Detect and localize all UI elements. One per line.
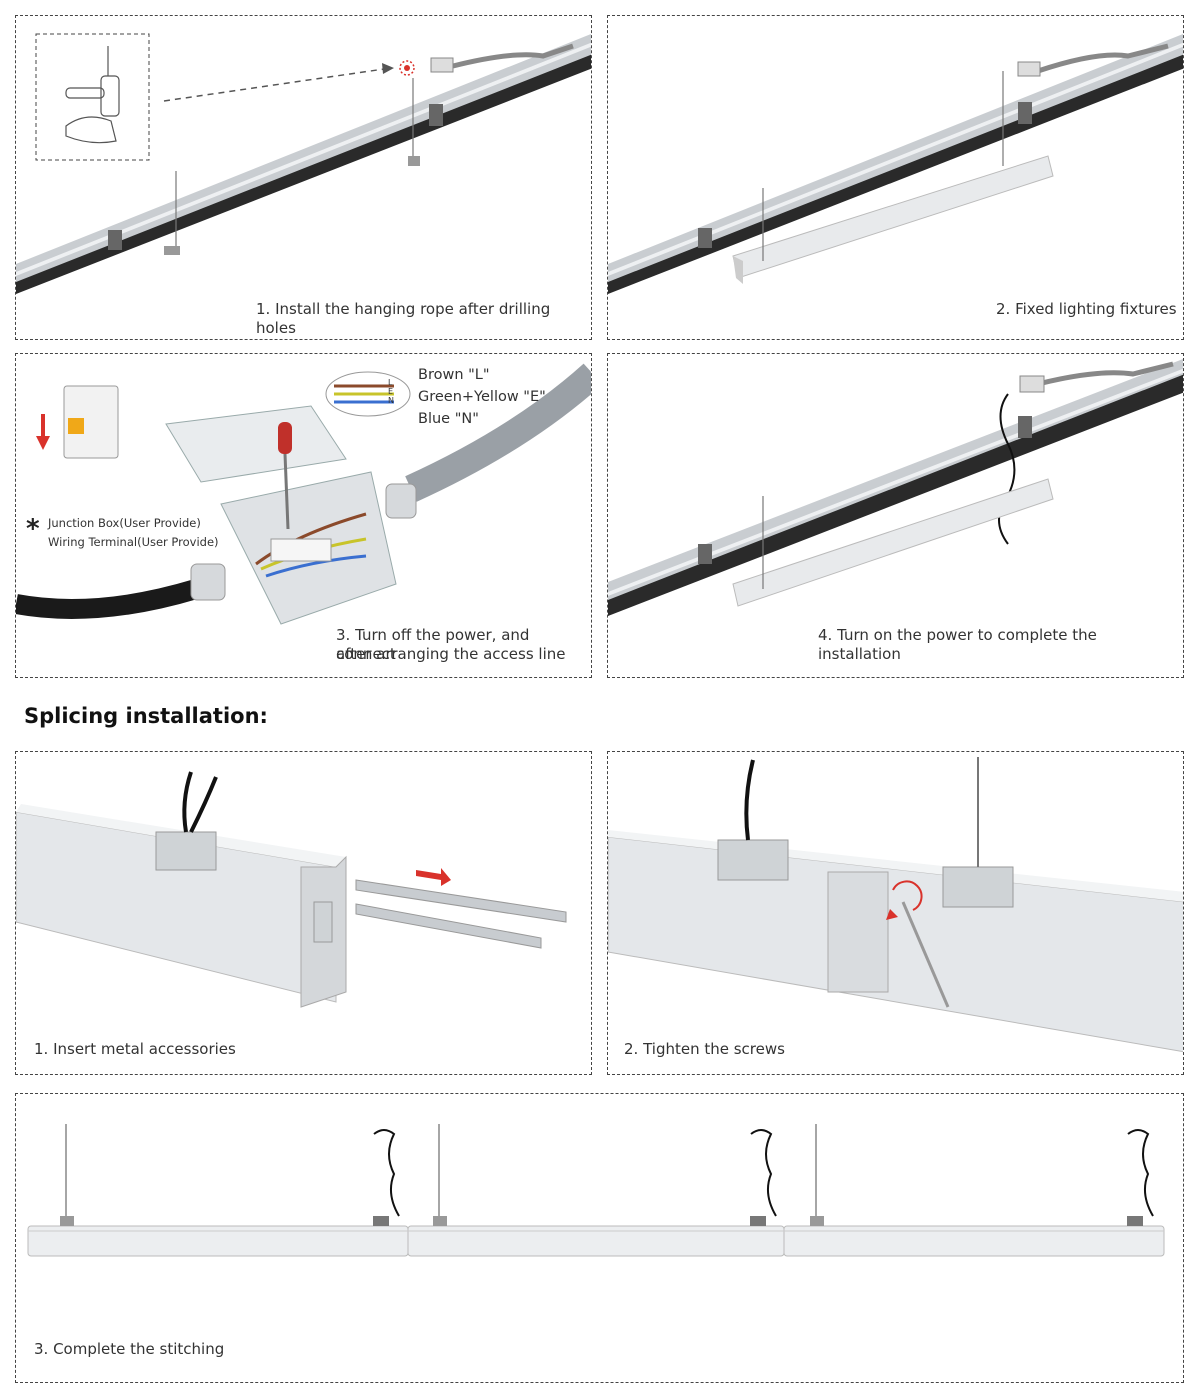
drill-inset-box — [36, 34, 149, 160]
step4-panel: 4. Turn on the power to complete the ins… — [607, 353, 1184, 678]
terminal-letter-l: L — [388, 378, 392, 387]
step3-caption-line2: after arranging the access line — [336, 645, 565, 664]
asterisk-icon: * — [26, 514, 40, 544]
wire-label-green-yellow: Green+Yellow "E" — [418, 386, 546, 408]
step1-illustration — [16, 16, 592, 340]
splice-step1-illustration — [16, 752, 592, 1075]
splice-step2-illustration — [608, 752, 1184, 1075]
screwdriver-icon — [278, 422, 292, 454]
guide-arrow-line — [164, 68, 391, 101]
step2-caption: 2. Fixed lighting fixtures — [996, 300, 1177, 319]
power-cable — [999, 394, 1014, 544]
down-arrow-icon — [36, 436, 50, 450]
insert-arrow-icon — [416, 868, 451, 886]
wiring-terminal-note: Wiring Terminal(User Provide) — [48, 533, 219, 552]
terminal-letter-n: N — [388, 396, 394, 405]
splice-step1-caption: 1. Insert metal accessories — [34, 1040, 236, 1059]
splice-step3-caption: 3. Complete the stitching — [34, 1340, 224, 1359]
step4-caption: 4. Turn on the power to complete the ins… — [818, 626, 1183, 664]
junction-box-lid — [166, 406, 346, 482]
splice-step2-caption: 2. Tighten the screws — [624, 1040, 785, 1059]
step3-panel: Brown "L" Green+Yellow "E" Blue "N" L E … — [15, 353, 592, 678]
step1-panel: 1. Install the hanging rope after drilli… — [15, 15, 592, 340]
step2-panel: 2. Fixed lighting fixtures — [607, 15, 1184, 340]
splicing-heading: Splicing installation: — [24, 704, 268, 728]
wire-label-brown: Brown "L" — [418, 364, 490, 386]
junction-box-note: Junction Box(User Provide) — [48, 514, 201, 533]
wire-label-blue: Blue "N" — [418, 408, 479, 430]
splice-step2-panel: 2. Tighten the screws — [607, 751, 1184, 1075]
step2-illustration — [608, 16, 1184, 340]
splice-step3-panel: 3. Complete the stitching — [15, 1093, 1184, 1383]
step1-caption: 1. Install the hanging rope after drilli… — [256, 300, 591, 338]
drill-icon — [66, 46, 119, 143]
terminal-letter-e: E — [388, 387, 393, 396]
splice-step1-panel: 1. Insert metal accessories — [15, 751, 592, 1075]
